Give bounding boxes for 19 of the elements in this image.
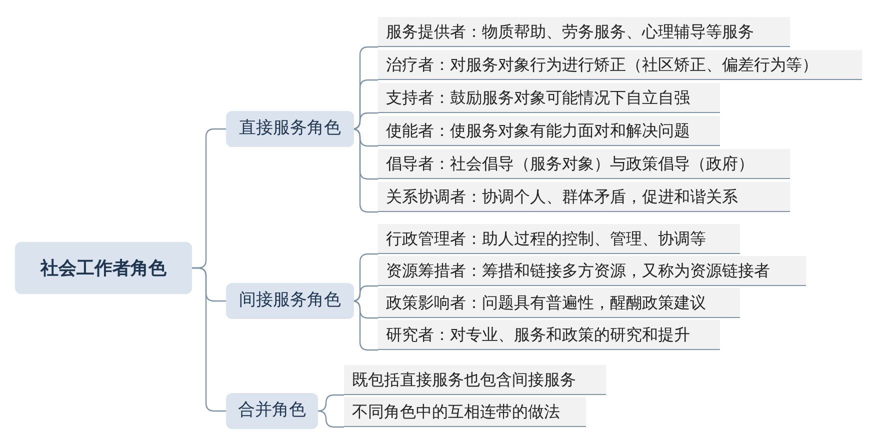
connector-line [317,410,344,428]
subtopic-label: 服务提供者：物质帮助、劳务服务、心理辅导等服务 [378,17,790,47]
subtopic-label: 倡导者：社会倡导（服务对象）与政策倡导（政府） [378,149,790,179]
subtopic-label: 关系协调者：协调个人、群体矛盾，促进和谐关系 [378,182,790,212]
subtopic-label: 行政管理者：助人过程的控制、管理、协调等 [378,224,740,254]
subtopic-label: 治疗者：对服务对象行为进行矫正（社区矫正、偏差行为等） [378,50,862,80]
topic-box: 间接服务角色 [226,283,354,319]
connector-line [317,394,344,412]
root-topic-box: 社会工作者角色 [15,242,192,294]
topic-box: 合并角色 [226,393,318,429]
topic-box: 直接服务角色 [226,111,354,147]
connector-line [192,267,226,412]
subtopic-label: 使能者：使服务对象有能力面对和解决问题 [378,116,720,146]
subtopic-label: 研究者：对专业、服务和政策的研究和提升 [378,320,720,350]
subtopic-label: 不同角色中的互相连带的做法 [344,397,586,427]
subtopic-label: 既包括直接服务也包含间接服务 [344,365,606,395]
subtopic-label: 支持者：鼓励服务对象可能情况下自立自强 [378,83,720,113]
subtopic-label: 资源筹措者：筹措和链接多方资源，又称为资源链接者 [378,256,806,286]
subtopic-label: 政策影响者：问题具有普遍性，醒醐政策建议 [378,288,740,318]
